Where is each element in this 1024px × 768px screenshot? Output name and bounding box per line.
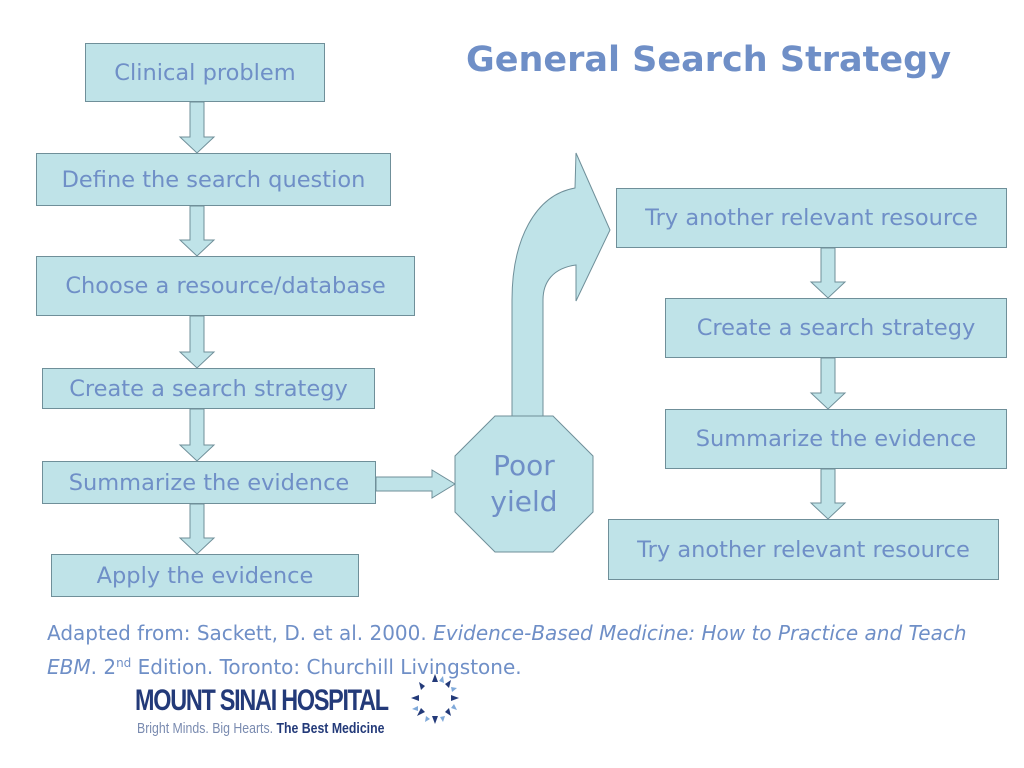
step-define-search-question: Define the search question [36,153,391,206]
down-arrow [178,408,216,462]
step-try-another-resource-2: Try another relevant resource [608,519,999,580]
step-try-another-resource: Try another relevant resource [616,188,1007,248]
step-apply-evidence: Apply the evidence [51,554,359,597]
logo-tagline-bold: The Best Medicine [276,720,385,737]
citation-publisher: Edition. Toronto: Churchill Livingstone. [131,655,522,679]
step-create-search-strategy: Create a search strategy [42,368,375,409]
citation-edition-suffix: nd [116,656,132,670]
poor-yield-octagon [454,415,594,553]
slide-title: General Search Strategy [466,40,952,80]
logo-tagline-plain: Bright Minds. Big Hearts. [137,720,277,737]
down-arrow [178,101,216,154]
poor-yield-line1: Poor [493,449,555,482]
citation-prefix: Adapted from: Sackett, D. et al. 2000. [47,621,434,645]
citation-book-title: Evidence-Based Medicine: How to Practice… [47,621,967,679]
curved-up-arrow [511,152,611,417]
poor-yield-label: Poor yield [455,448,593,520]
down-arrow [178,503,216,555]
step-clinical-problem: Clinical problem [85,43,325,102]
down-arrow [809,357,847,410]
step-choose-resource: Choose a resource/database [36,256,415,316]
citation-edition: . 2 [90,655,117,679]
down-arrow [178,315,216,369]
down-arrow [178,205,216,257]
down-arrow [809,468,847,520]
down-arrow [809,247,847,299]
step-right-summarize-evidence: Summarize the evidence [665,409,1007,469]
step-summarize-evidence: Summarize the evidence [42,461,376,504]
right-arrow [375,469,456,499]
logo-name: MOUNT SINAI HOSPITAL [135,684,389,717]
star-burst-icon [411,674,459,724]
logo-tagline: Bright Minds. Big Hearts. The Best Medic… [137,720,384,737]
step-right-create-search-strategy: Create a search strategy [665,298,1007,358]
poor-yield-line2: yield [490,485,558,518]
citation: Adapted from: Sackett, D. et al. 2000. E… [47,618,1007,682]
